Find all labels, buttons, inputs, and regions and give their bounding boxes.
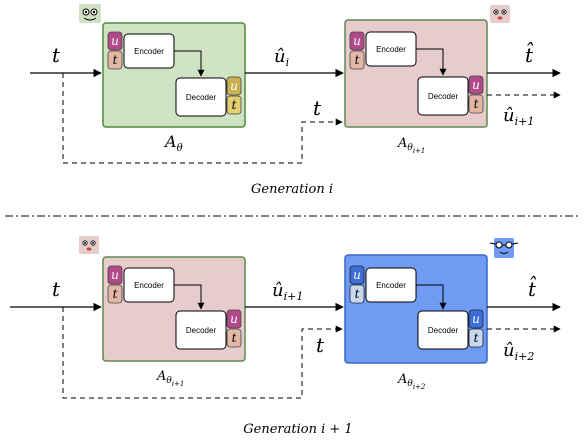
t-badge [349, 50, 365, 70]
u-badge [226, 309, 242, 329]
u-badge [468, 75, 484, 95]
t-badge-label: t [474, 331, 479, 345]
output-u-i1: ûi+1 [503, 105, 534, 128]
t-badge-label: t [355, 287, 360, 301]
output-u-i: ûi [274, 46, 289, 69]
t-badge [107, 50, 123, 70]
t-badge-label: t [113, 53, 118, 67]
box-label-a-theta-i1: Aθi+1 [156, 369, 184, 388]
decoder-block [175, 310, 227, 350]
t-badge-label: t [355, 53, 360, 67]
caption-generation-i-plus-1: Generation i + 1 [243, 422, 352, 437]
u-badge [226, 76, 242, 96]
feedback-t: t [313, 96, 322, 120]
encoder-label: Encoder [376, 45, 406, 54]
encoder-label: Encoder [134, 281, 164, 290]
output-u-i2: ûi+2 [503, 340, 534, 363]
decoder-block [417, 76, 469, 116]
t-badge [107, 284, 123, 304]
teacher-face-icon [79, 236, 99, 254]
u-badge-label: u [353, 34, 361, 48]
output-u-i1: ûi+1 [272, 280, 303, 303]
t-badge-label: t [232, 331, 237, 345]
box-label-a-theta-i1: Aθi+1 [397, 136, 425, 155]
encoder-label: Encoder [134, 47, 164, 56]
output-t-hat: t̂ [525, 41, 534, 67]
generation-i-plus-1: t t u t Encoder Decoder u t Aθi+1 ûi+1 [10, 236, 561, 437]
generation-i: t t u t Encoder Decoder u t Aθ [30, 4, 561, 197]
u-badge-label: u [230, 79, 238, 93]
dashed-bypass [62, 73, 343, 164]
t-badge [226, 328, 242, 348]
input-t: t [52, 277, 61, 301]
box-label-a-theta-i2: Aθi+2 [397, 372, 426, 391]
t-badge-label: t [232, 98, 237, 112]
u-badge-label: u [472, 312, 480, 326]
teacher-face-icon [490, 5, 510, 23]
output-t-hat: t̂ [528, 275, 537, 301]
u-badge [349, 265, 365, 285]
input-t: t [52, 43, 61, 67]
u-badge [107, 31, 123, 51]
student-face-icon [79, 4, 101, 23]
u-badge-label: u [230, 312, 238, 326]
u-badge [468, 309, 484, 329]
glasses-face-icon [489, 238, 519, 258]
decoder-block [175, 77, 227, 117]
u-badge-label: u [111, 34, 119, 48]
decoder-label: Decoder [428, 92, 459, 101]
feedback-t: t [316, 333, 325, 357]
u-badge-label: u [472, 78, 480, 92]
encoder-label: Encoder [376, 281, 406, 290]
enc-dec-arrow [416, 284, 447, 310]
enc-dec-arrow [174, 50, 205, 77]
box-label-a-theta: Aθ [163, 132, 183, 154]
enc-dec-arrow [174, 284, 205, 310]
t-badge [349, 284, 365, 304]
decoder-block [417, 310, 469, 350]
decoder-label: Decoder [186, 326, 217, 335]
decoder-label: Decoder [186, 93, 217, 102]
enc-dec-arrow [416, 48, 447, 76]
t-badge-label: t [474, 97, 479, 111]
decoder-label: Decoder [428, 326, 459, 335]
u-badge [349, 31, 365, 51]
t-badge [468, 328, 484, 348]
t-badge-label: t [113, 287, 118, 301]
u-badge-label: u [111, 268, 119, 282]
u-badge [107, 265, 123, 285]
u-badge-label: u [353, 268, 361, 282]
caption-generation-i: Generation i [251, 182, 333, 197]
t-badge [468, 94, 484, 114]
t-badge [226, 95, 242, 115]
